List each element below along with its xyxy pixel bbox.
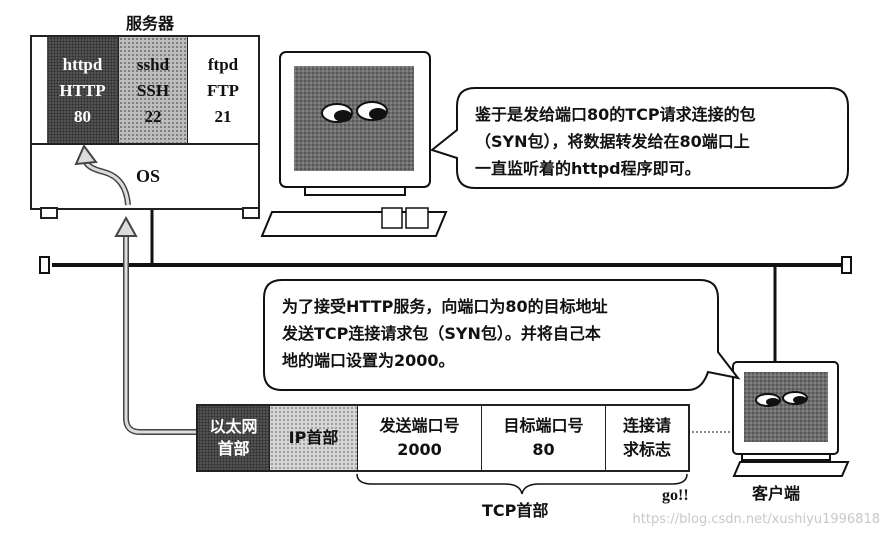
service-sshd: sshd SSH 22 [119, 37, 188, 144]
server-bubble-shape [429, 87, 849, 189]
tcp-header-brace [356, 473, 688, 495]
watermark: https://blog.csdn.net/xushiyu1996818 [632, 512, 880, 527]
packet-path-arrow [123, 232, 197, 435]
server-computer-icon [260, 51, 448, 237]
packet-arrow-head [114, 215, 138, 237]
client-bubble-text: 为了接受HTTP服务，向端口为80的目标地址 发送TCP连接请求包（SYN包）。… [282, 297, 608, 370]
packet-ip-header: IP首部 [270, 406, 358, 470]
packet-frame [196, 404, 690, 472]
packet-ethernet-header: 以太网 首部 [198, 406, 270, 470]
server-title: 服务器 [126, 14, 175, 33]
bus-end-left [39, 256, 50, 274]
server-bubble-text: 鉴于是发给端口80的TCP请求连接的包 （SYN包），将数据转发给在80端口上 … [475, 105, 756, 178]
bus-end-right [841, 256, 852, 274]
httpd-arrow-head [74, 144, 98, 166]
server-foot-left [40, 207, 58, 219]
os-label: OS [136, 166, 161, 186]
service-httpd: httpd HTTP 80 [47, 37, 119, 144]
go-label: go!! [662, 487, 689, 504]
packet-dst-port: 目标端口号 80 [482, 406, 606, 470]
services-divider [32, 143, 258, 145]
tcp-header-label: TCP首部 [482, 501, 549, 520]
client-computer-icon [732, 361, 850, 477]
client-bubble-shape [263, 279, 741, 391]
service-ftpd: ftpd FTP 21 [188, 37, 258, 144]
client-label: 客户端 [752, 484, 801, 503]
server-foot-right [242, 207, 260, 219]
packet-connect-flags: 连接请 求标志 [606, 406, 688, 470]
packet-src-port: 发送端口号 2000 [358, 406, 482, 470]
